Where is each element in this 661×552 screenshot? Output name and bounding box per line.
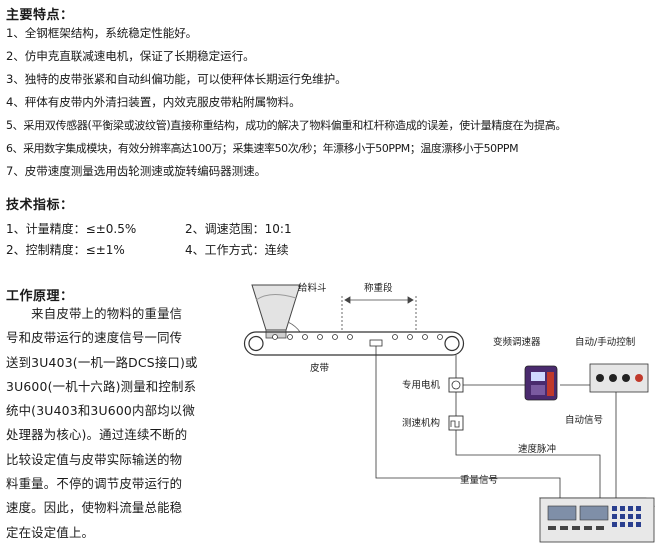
feature-item-7: 7、皮带速度测量选用齿轮测速或旋转编码器测速。 <box>6 164 267 178</box>
work-heading: 工作原理： <box>6 289 74 304</box>
tech-item-mode: 4、工作方式：连续 <box>185 243 289 257</box>
work-line: 定在设定值上。 <box>6 524 95 540</box>
load-cell <box>369 339 383 347</box>
auto-signal-label: 自动信号 <box>565 414 603 426</box>
work-paragraph: 来自皮带上的物料的重量信 号和皮带运行的速度信号一同传 送到3U403(一机一路… <box>6 302 214 545</box>
work-line: 统中(3U403和3U600内部均以微 <box>6 403 195 419</box>
feature-item-5: 5、采用双传感器(平衡梁或波纹管)直接称重结构，成功的解决了物料偏重和杠杆称造成… <box>6 119 567 132</box>
vfd-label: 变频调速器 <box>493 336 541 348</box>
weigh-section-label: 称重段 <box>364 282 393 294</box>
conveyor-belt <box>243 331 465 356</box>
tech-item-control: 2、控制精度：≤±1% <box>6 243 125 257</box>
work-line: 比较设定值与皮带实际输送的物 <box>6 451 183 467</box>
tech-heading: 技术指标： <box>6 198 74 213</box>
feature-item-3: 3、独特的皮带张紧和自动纠偏功能，可以使秤体长期运行免维护。 <box>6 72 347 86</box>
feature-item-6: 6、采用数字集成模块，有效分辨率高达100万；采集速率50次/秒；年漂移小于50… <box>6 142 519 155</box>
feature-item-1: 1、全钢框架结构，系统稳定性能好。 <box>6 26 198 40</box>
weigh-section-marker <box>341 296 417 332</box>
idler-rollers <box>272 334 443 340</box>
feature-item-4: 4、秤体有皮带内外清扫装置，内效克服皮带粘附属物料。 <box>6 95 301 109</box>
work-line: 号和皮带运行的速度信号一同传 <box>6 330 183 346</box>
tech-item-speed-range: 2、调速范围：10:1 <box>185 222 292 236</box>
speed-sensor-label: 测速机构 <box>402 417 440 429</box>
work-line: 料重量。不停的调节皮带运行的 <box>6 476 183 492</box>
weight-signal-label: 重量信号 <box>460 474 498 486</box>
features-heading: 主要特点： <box>6 8 74 23</box>
work-line: 送到3U403(一机一路DCS接口)或 <box>6 354 198 370</box>
work-line: 3U600(一机十六路)测量和控制系 <box>6 378 197 394</box>
auto-manual-panel <box>589 363 649 393</box>
auto-manual-label: 自动/手动控制 <box>575 336 635 348</box>
work-line: 来自皮带上的物料的重量信 <box>6 306 183 321</box>
motor-label: 专用电机 <box>402 379 441 391</box>
tech-item-accuracy: 1、计量精度：≤±0.5% <box>6 222 137 236</box>
work-line: 处理器为核心)。通过连续不断的 <box>6 427 188 443</box>
work-line: 速度。因此，使物料流量总能稳 <box>6 500 183 516</box>
speed-pulse-label: 速度脉冲 <box>518 443 556 455</box>
controller-unit <box>539 497 655 543</box>
hopper-label: 给料斗 <box>298 282 327 294</box>
signal-lines <box>375 346 617 498</box>
vfd <box>524 365 558 401</box>
feature-item-2: 2、仿申克直联减速电机，保证了长期稳定运行。 <box>6 49 255 63</box>
hopper <box>251 284 301 339</box>
belt-label: 皮带 <box>310 362 330 374</box>
motor <box>448 377 464 393</box>
